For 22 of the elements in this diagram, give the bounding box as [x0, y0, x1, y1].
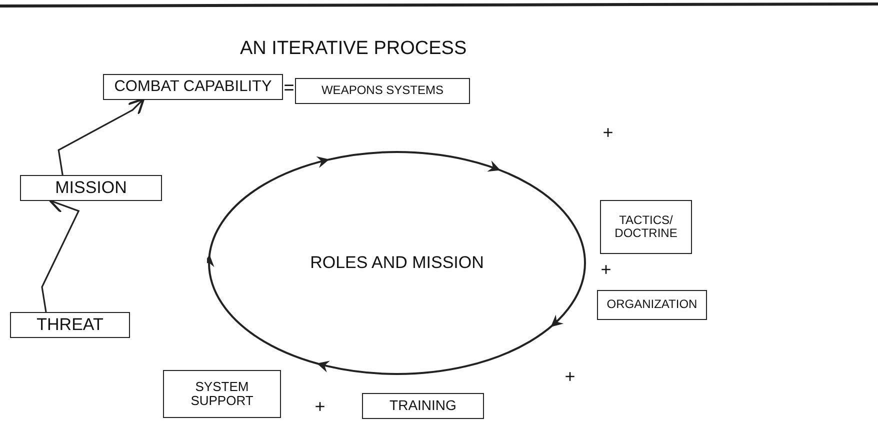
label-box — [295, 78, 470, 104]
label-box — [600, 200, 692, 254]
operator-sign: = — [284, 78, 294, 98]
label-box — [163, 370, 281, 418]
label-box — [362, 393, 484, 419]
node-label: TACTICS/ DOCTRINE — [614, 214, 678, 240]
node-label: TRAINING — [390, 398, 456, 414]
label-box — [10, 312, 130, 338]
operator-sign: + — [600, 260, 612, 280]
label-box — [20, 175, 162, 201]
label-box — [103, 74, 283, 100]
node-label: WEAPONS SYSTEMS — [321, 84, 444, 98]
diagram-title: AN ITERATIVE PROCESS — [240, 38, 467, 60]
node-label: THREAT — [36, 316, 104, 334]
node-label: ORGANIZATION — [606, 298, 698, 312]
node-label: SYSTEM SUPPORT — [190, 380, 254, 408]
node-label: MISSION — [55, 178, 127, 198]
label-box — [597, 290, 707, 320]
operator-sign: + — [602, 122, 614, 144]
operator-sign: + — [314, 396, 326, 418]
node-label: COMBAT CAPABILITY — [114, 78, 272, 96]
arrow — [58, 98, 145, 176]
